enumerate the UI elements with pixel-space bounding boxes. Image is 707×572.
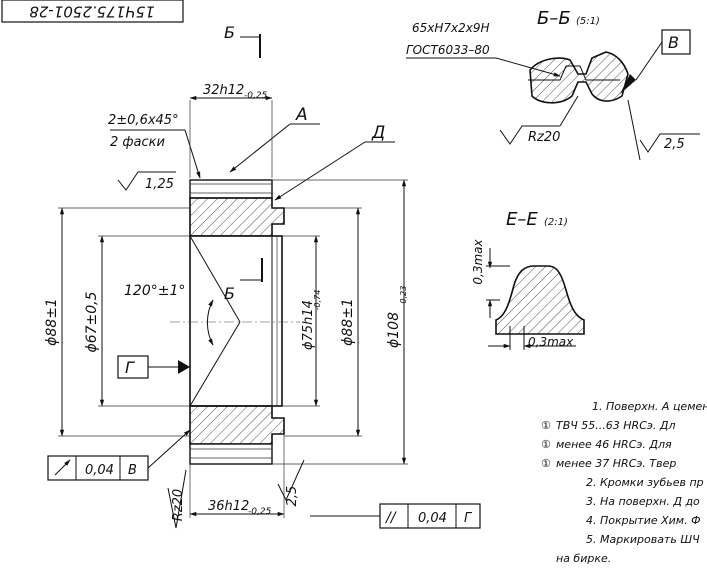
note-line: 4. Покрытие Хим. Ф	[586, 514, 701, 527]
note-line: 3. На поверхн. Д до	[586, 495, 700, 508]
parallel-base: Г	[464, 511, 473, 526]
surface-a-label: А	[295, 105, 308, 125]
width-top-tol: -0,25	[244, 91, 268, 101]
section-ee-title: Е–Е	[506, 209, 538, 230]
roughness-125: 1,25	[117, 171, 176, 192]
d67-value: ϕ67±0,5	[84, 291, 100, 352]
dim-d88-right: ϕ88±1	[284, 207, 362, 437]
view-b-label-top: Б	[224, 23, 235, 42]
d88-left-value: ϕ88±1	[44, 298, 60, 346]
angle-value: 120°±1°	[124, 283, 185, 299]
note-line: 2. Кромки зубьев пр	[586, 476, 704, 489]
roughness-25-top-value: 2,5	[664, 137, 685, 152]
roughness-125-value: 1,25	[145, 177, 174, 192]
view-b-marker-mid: Б	[224, 258, 263, 303]
dim-d75: ϕ75h14 -0,74	[282, 235, 322, 407]
roughness-25-bottom-value: 2,5	[285, 486, 300, 507]
dim-width-bottom: 36h12 -0,25	[189, 434, 285, 518]
doc-number-block: 15Ч175.2501-28	[1, 0, 184, 23]
runout-base: В	[128, 463, 137, 478]
note-marker: ①	[541, 419, 551, 432]
rz20-top-value: Rz20	[528, 130, 560, 145]
dim-d108: ϕ108 -0,23	[272, 179, 408, 465]
tolerance-runout: 0,04 В	[47, 429, 191, 481]
section-ee-scale: (2:1)	[544, 217, 568, 228]
d108-value: ϕ108	[386, 312, 402, 348]
view-b-marker-top: Б	[224, 23, 261, 58]
surface-leaders: 2±0,6х45° 2 фаски А Д	[108, 105, 395, 201]
spline-standard: ГОСТ6033–80	[406, 43, 490, 57]
dim-d67: ϕ67±0,5	[84, 235, 190, 407]
note-line: менее 46 HRCэ. Для	[556, 438, 672, 451]
base-v-label: В	[668, 33, 679, 52]
spline-spec: 65хН7х2х9Н	[412, 21, 490, 35]
roughness-25-bottom: 2,5	[277, 459, 305, 507]
rz20-left-value: Rz20	[171, 489, 186, 521]
width-top-value: 32h12	[203, 83, 244, 98]
parallel-symbol: //	[384, 510, 397, 526]
note-line: менее 37 HRCэ. Твер	[556, 457, 676, 470]
surface-d-label: Д	[371, 123, 385, 143]
section-bb-title: Б–Б	[537, 8, 571, 29]
tolerance-parallel: // 0,04 Г	[310, 503, 481, 529]
doc-number: 15Ч175.2501-28	[29, 3, 154, 21]
width-bottom-value: 36h12	[208, 499, 249, 514]
note-marker: ①	[541, 457, 551, 470]
note-marker: ①	[541, 438, 551, 451]
note-line: 5. Маркировать ШЧ	[586, 533, 700, 546]
chamfer-dim: 2±0,6х45°	[108, 113, 179, 128]
view-b-label-mid: Б	[224, 284, 235, 303]
d108-tol: -0,23	[399, 286, 408, 307]
base-g: Г	[117, 355, 190, 379]
section-ee: Е–Е (2:1) 0,3max 0,3max	[471, 209, 585, 350]
ee-height-value: 0,3max	[471, 238, 485, 284]
section-bb: Б–Б (5:1) 65хН7х2х9Н ГОСТ6033–80 В Rz20 …	[406, 8, 700, 161]
note-line: 1. Поверхн. А цемен	[592, 400, 707, 413]
runout-value: 0,04	[85, 463, 114, 478]
parallel-value: 0,04	[418, 511, 447, 526]
base-g-label: Г	[125, 358, 135, 377]
d75-value: ϕ75h14	[301, 300, 316, 350]
section-bb-scale: (5:1)	[576, 16, 600, 27]
rz20-left: Rz20	[167, 469, 187, 529]
dim-d88-left: ϕ88±1	[44, 207, 190, 437]
d88-right-value: ϕ88±1	[340, 298, 356, 346]
dim-width-top: 32h12 -0,25	[189, 83, 273, 178]
main-section-view	[170, 179, 300, 465]
note-line: ТВЧ 55...63 HRCэ. Дл	[556, 419, 676, 432]
width-bottom-tol: -0,25	[248, 507, 272, 517]
ee-width-value: 0,3max	[528, 335, 574, 349]
note-line: на бирке.	[556, 552, 611, 565]
d75-tol: -0,74	[313, 290, 322, 311]
chamfer-note: 2 фаски	[110, 135, 165, 150]
